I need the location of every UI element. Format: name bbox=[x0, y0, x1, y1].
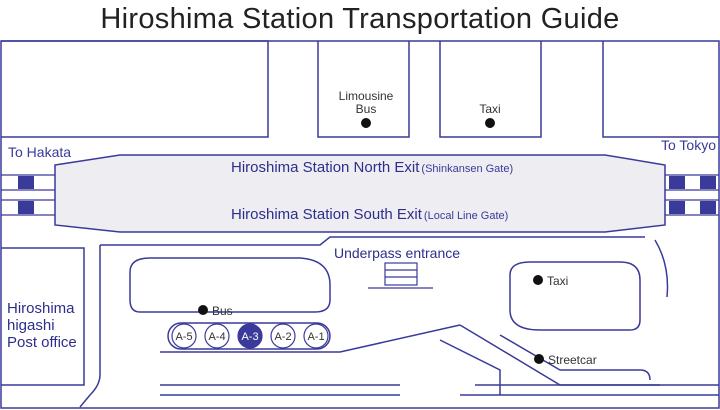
taxi-south-label: Taxi bbox=[547, 274, 568, 288]
north-west-block bbox=[1, 40, 269, 138]
map-frame bbox=[0, 40, 720, 409]
underpass-label: Underpass entrance bbox=[334, 245, 460, 261]
bus-stop-a-4 bbox=[204, 323, 230, 349]
north-exit-label: Hiroshima Station North Exit(Shinkansen … bbox=[231, 159, 513, 176]
south-roads bbox=[79, 236, 719, 408]
to-tokyo-label: To Tokyo bbox=[661, 137, 716, 153]
map-title: Hiroshima Station Transportation Guide bbox=[100, 3, 620, 35]
south-exit-gate: (Local Line Gate) bbox=[424, 210, 508, 222]
bus-stops: A-5 A-4 A-3 A-2 A-1 bbox=[171, 323, 329, 349]
station-building bbox=[54, 154, 666, 233]
streetcar-dot bbox=[534, 354, 544, 364]
taxi-north-label: Taxi bbox=[479, 102, 500, 116]
south-exit-label: Hiroshima Station South Exit(Local Line … bbox=[231, 206, 508, 223]
bus-stop-a-2 bbox=[270, 323, 296, 349]
bus-stop-label: A-2 bbox=[274, 331, 291, 343]
post-office-block bbox=[1, 247, 85, 386]
limousine-label-2: Bus bbox=[356, 102, 377, 116]
bus-stop-label: A-1 bbox=[307, 331, 324, 343]
bus-stop-a-5 bbox=[171, 323, 197, 349]
streetcar-label: Streetcar bbox=[548, 353, 597, 367]
post-office-line-2: higashi bbox=[7, 317, 55, 334]
taxi-north-dot bbox=[485, 118, 495, 128]
post-office-line-1: Hiroshima bbox=[7, 300, 75, 317]
bus-stop-label: A-4 bbox=[208, 331, 225, 343]
limousine-bus-dot bbox=[361, 118, 371, 128]
north-east-block bbox=[602, 41, 719, 138]
bus-label: Bus bbox=[212, 304, 233, 318]
north-exit-gate: (Shinkansen Gate) bbox=[421, 163, 513, 175]
rail-tracks bbox=[1, 174, 719, 216]
bus-stop-platform bbox=[167, 322, 331, 350]
underpass-stairs bbox=[368, 262, 433, 289]
bus-stop-label: A-5 bbox=[175, 331, 192, 343]
post-office-line-3: Post office bbox=[7, 334, 77, 351]
north-exit-name: Hiroshima Station North Exit bbox=[231, 159, 420, 176]
bus-stop-a-3 bbox=[237, 323, 263, 349]
bus-stop-a-1 bbox=[303, 323, 329, 349]
bus-stop-label: A-3 bbox=[241, 331, 258, 343]
taxi-south-dot bbox=[533, 275, 543, 285]
bus-dot bbox=[198, 305, 208, 315]
limousine-label-1: Limousine bbox=[339, 89, 394, 103]
to-hakata-label: To Hakata bbox=[8, 144, 71, 160]
taxi-north-block bbox=[439, 41, 542, 138]
limousine-block bbox=[317, 41, 410, 138]
south-exit-name: Hiroshima Station South Exit bbox=[231, 206, 423, 223]
